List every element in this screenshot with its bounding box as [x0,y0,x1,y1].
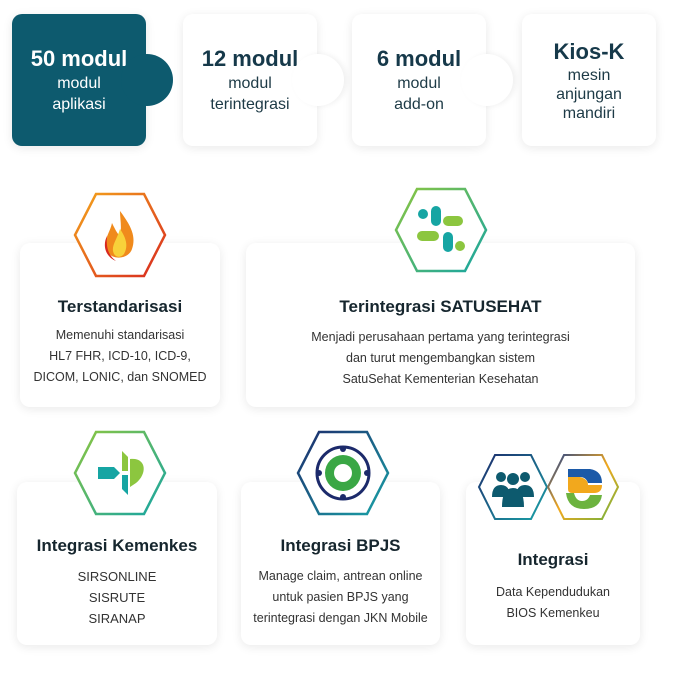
module-count: 6 modul [376,46,462,71]
feature-title: Integrasi BPJS [280,536,401,555]
feature-text: HL7 FHR, ICD-10, ICD-9, [49,349,191,363]
bios-icon [546,454,620,520]
feature-text: untuk pasien BPJS yang [272,590,409,604]
feature-title: Terstandarisasi [57,297,183,316]
module-label: mesin [567,66,611,84]
feature-text: Menjadi perusahaan pertama yang terinteg… [311,330,570,344]
feature-text: Data Kependudukan [496,585,610,599]
module-label: mandiri [562,104,616,122]
feature-text: dan turut mengembangkan sistem [346,351,535,365]
feature-title: Integrasi [517,550,589,569]
feature-text: terintegrasi dengan JKN Mobile [253,611,428,625]
module-label: aplikasi [52,96,106,113]
puzzle-knob [121,54,173,106]
population-icon [477,454,549,520]
module-card-terintegrasi: 12 modul modul terintegrasi [183,14,344,146]
puzzle-knob [461,54,513,106]
module-label: add-on [394,96,444,113]
feature-text: Memenuhi standarisasi [55,328,185,342]
puzzle-knob [292,54,344,106]
feature-title: Terintegrasi SATUSEHAT [339,297,542,316]
feature-text: Manage claim, antrean online [258,569,423,583]
satusehat-icon [394,187,488,273]
module-label: modul [228,75,272,92]
module-count: 50 modul [30,46,128,71]
feature-text: SIRSONLINE [77,569,157,584]
kemenkes-icon [73,430,167,516]
module-label: modul [397,75,441,92]
hl7-fire-icon [73,192,167,278]
module-count: Kios-K [553,38,625,64]
module-label: modul [57,75,101,92]
bpjs-icon [296,430,390,516]
feature-text: SISRUTE [88,590,146,605]
module-card-kiosk: Kios-K mesin anjungan mandiri [522,14,656,146]
feature-title: Integrasi Kemenkes [36,536,198,555]
feature-text: DICOM, LONIC, dan SNOMED [33,370,207,384]
feature-text: SatuSehat Kementerian Kesehatan [342,372,539,386]
module-card-aplikasi: 50 modul modul aplikasi [12,14,173,146]
module-label: terintegrasi [210,96,290,113]
module-card-addon: 6 modul modul add-on [352,14,513,146]
feature-text: SIRANAP [88,611,146,626]
feature-text: BIOS Kemenkeu [506,606,600,620]
module-label: anjungan [556,85,622,103]
module-count: 12 modul [201,46,299,71]
